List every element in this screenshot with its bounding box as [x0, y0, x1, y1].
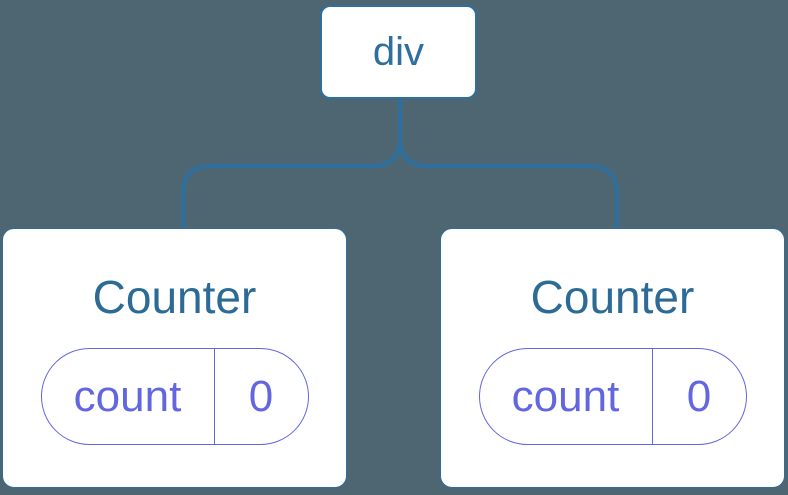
- counter-card-title: Counter: [530, 271, 695, 323]
- state-pill: count 0: [478, 348, 747, 445]
- state-value: 0: [686, 371, 712, 421]
- root-node-div: div: [320, 5, 477, 99]
- connector-right-branch: [398, 99, 619, 229]
- connector-left-branch: [181, 99, 402, 229]
- counter-card-title: Counter: [92, 271, 257, 323]
- root-node-label: div: [372, 29, 425, 74]
- state-key-label: count: [42, 349, 215, 444]
- counter-card-right: Counter count 0: [440, 228, 785, 488]
- state-pill: count 0: [40, 348, 309, 445]
- state-value: 0: [248, 371, 274, 421]
- counter-card-left: Counter count 0: [2, 228, 347, 488]
- state-key-label: count: [480, 349, 653, 444]
